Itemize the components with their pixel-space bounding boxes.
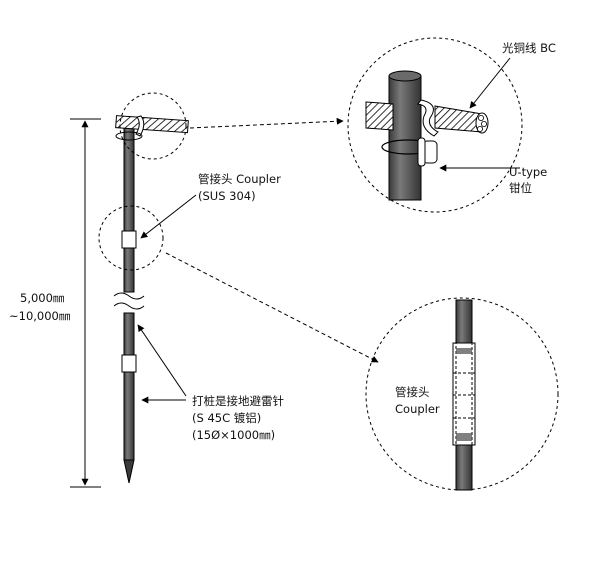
detail-wire-clamp: [347, 37, 523, 213]
clamp-label-line1: U-type: [509, 165, 547, 179]
coupler-upper: [121, 230, 137, 249]
detail-marker-top: [119, 92, 187, 160]
detail-marker-coupler: [98, 205, 164, 271]
dimension-label-line1: 5,000㎜: [20, 291, 65, 305]
rod-label-line2: (S 45C 镀铝): [192, 411, 261, 425]
coupler-label-line2: (SUS 304): [198, 189, 256, 203]
wire-label: 光铜线 BC: [502, 41, 556, 55]
coupler-lower: [121, 354, 137, 373]
rod-label-line3: (15Ø×1000㎜): [192, 428, 275, 442]
coupler-detail-label-line1: 管接头: [395, 385, 430, 399]
grounding-rod: [113, 123, 145, 484]
top-wire-clamp: [115, 115, 189, 141]
detail-coupler: [365, 297, 559, 491]
rod-label-line1: 打桩是接地避雷针: [192, 394, 284, 408]
connector-top: [189, 117, 344, 129]
connector-coupler: [165, 252, 379, 363]
rod-leader-upper: [137, 324, 187, 397]
dimension-line: [70, 118, 101, 488]
clamp-label-line2: 钳位: [509, 181, 532, 195]
coupler-detail-label-line2: Coupler: [395, 402, 440, 416]
coupler-label-line1: 管接头 Coupler: [198, 172, 281, 186]
wire-leader: [469, 57, 511, 109]
dimension-label-line2: ~10,000㎜: [9, 309, 71, 323]
coupler-leader: [140, 194, 197, 239]
